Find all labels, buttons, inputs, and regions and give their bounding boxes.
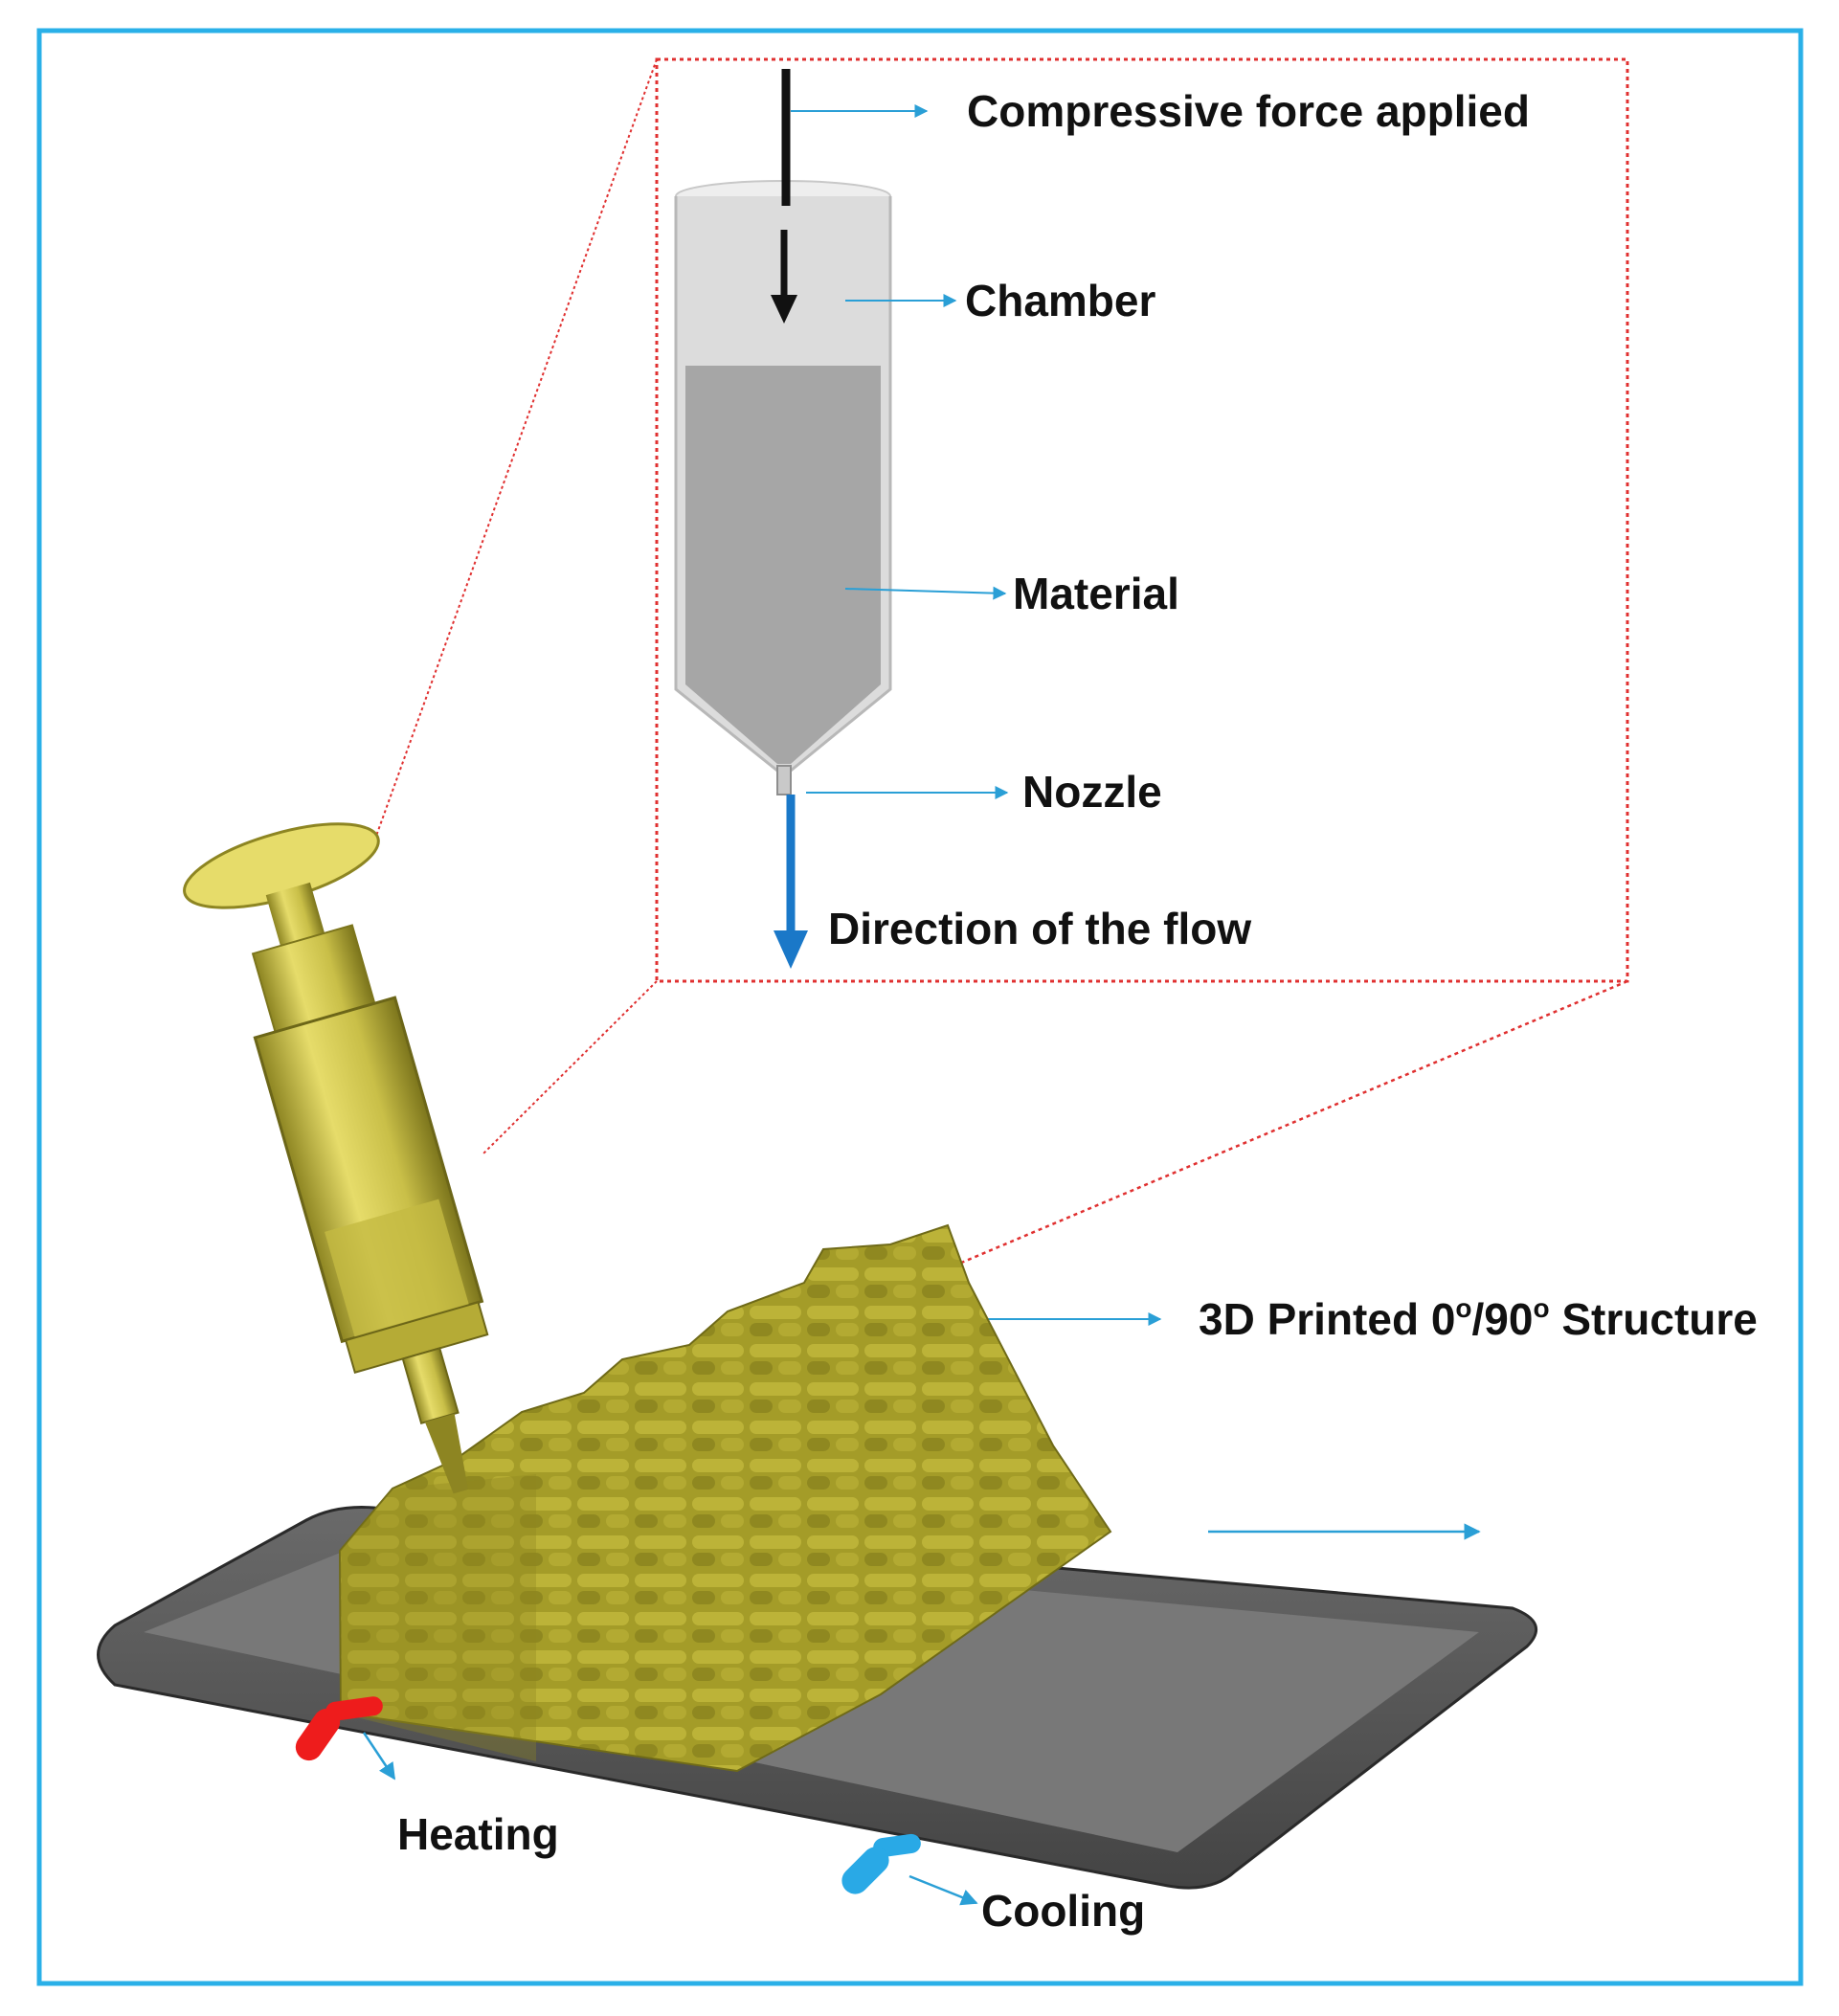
syringe-icon [183,822,489,1494]
label-heating: Heating [397,1809,559,1859]
label-cooling: Cooling [981,1886,1145,1936]
arrow-heating [362,1732,396,1781]
zoom-inset-box [655,57,1629,983]
arrow-cooling [908,1874,978,1906]
label-structure-part-3: Structure [1550,1294,1758,1344]
arrow-material [844,586,1007,600]
printed-structure [338,1223,1112,1773]
label-structure-part-2: /90 [1472,1294,1534,1344]
cooling-element-icon [841,1833,921,1894]
material-fill [685,366,881,764]
zoom-line-mid-left [482,980,658,1154]
label-chamber: Chamber [965,276,1155,325]
force-arrow-head [771,295,797,324]
label-structure-part-1: 3D Printed 0 [1199,1294,1455,1344]
label-structure-degree-1: o [1455,1293,1471,1323]
zoom-line-top-left [374,58,658,840]
label-compressive-force: Compressive force applied [967,86,1530,136]
nozzle-tip [776,765,792,795]
label-structure: 3D Printed 0o/90o Structure [1199,1293,1758,1344]
chamber-cross-section [674,180,892,795]
label-structure-degree-2: o [1533,1293,1549,1323]
label-direction-of-flow: Direction of the flow [828,904,1251,953]
outer-frame [36,28,1804,1986]
heating-element-icon [295,1696,383,1761]
flow-arrow-head [774,930,808,969]
label-material: Material [1013,569,1179,618]
label-nozzle: Nozzle [1022,767,1162,817]
